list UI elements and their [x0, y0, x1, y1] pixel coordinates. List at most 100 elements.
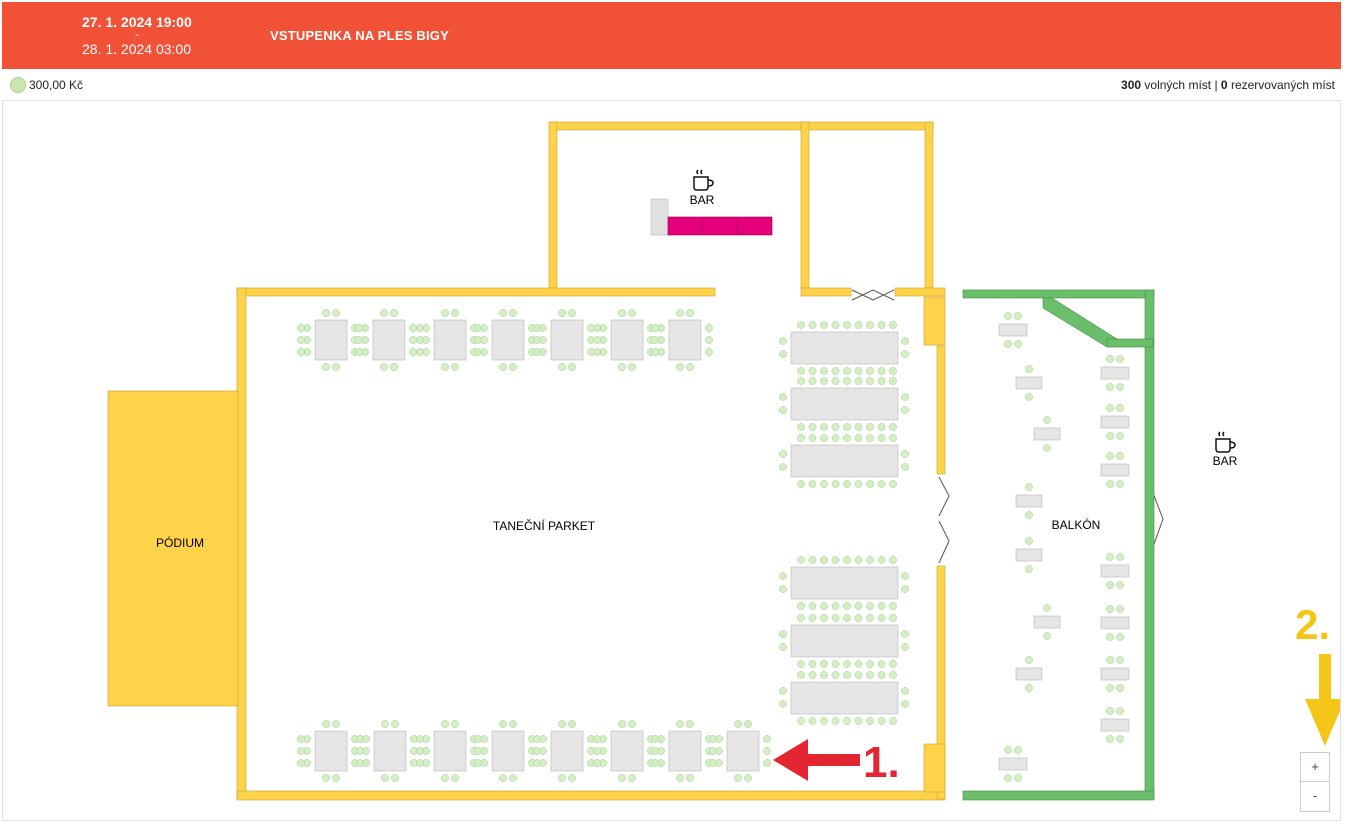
seat[interactable]: [380, 363, 388, 371]
seat[interactable]: [843, 321, 851, 329]
seat[interactable]: [843, 367, 851, 375]
seat[interactable]: [831, 321, 840, 329]
seat[interactable]: [808, 434, 817, 442]
seat[interactable]: [866, 717, 874, 725]
seat[interactable]: [1025, 483, 1033, 491]
seat[interactable]: [416, 759, 424, 767]
seat[interactable]: [779, 406, 787, 414]
seat[interactable]: [1116, 656, 1124, 664]
seat[interactable]: [854, 434, 863, 442]
seat[interactable]: [686, 309, 694, 317]
seat[interactable]: [877, 321, 886, 329]
seat[interactable]: [474, 324, 482, 332]
seat[interactable]: [381, 720, 389, 728]
seat[interactable]: [797, 602, 805, 610]
seat[interactable]: [901, 337, 909, 345]
seat[interactable]: [441, 309, 449, 317]
seat[interactable]: [797, 556, 805, 564]
seat[interactable]: [843, 717, 851, 725]
seat[interactable]: [686, 363, 694, 371]
seat[interactable]: [820, 660, 828, 668]
seat[interactable]: [1116, 633, 1124, 641]
seat[interactable]: [1106, 605, 1114, 613]
seat[interactable]: [854, 480, 863, 488]
seat[interactable]: [416, 324, 424, 332]
seat[interactable]: [409, 348, 417, 356]
seat[interactable]: [1043, 632, 1051, 640]
seat[interactable]: [779, 393, 787, 401]
seat[interactable]: [416, 747, 424, 755]
seat[interactable]: [866, 614, 874, 622]
seat[interactable]: [797, 321, 805, 329]
seat[interactable]: [474, 336, 482, 344]
seat[interactable]: [889, 434, 897, 442]
seat[interactable]: [779, 630, 787, 638]
seat[interactable]: [1116, 404, 1124, 412]
seat[interactable]: [297, 336, 305, 344]
seat[interactable]: [1106, 452, 1114, 460]
seat[interactable]: [831, 377, 840, 385]
seat[interactable]: [391, 774, 399, 782]
seat[interactable]: [877, 423, 886, 431]
seat[interactable]: [1014, 746, 1022, 754]
seat[interactable]: [533, 735, 541, 743]
seat[interactable]: [390, 309, 398, 317]
seat[interactable]: [1116, 553, 1124, 561]
seat[interactable]: [808, 480, 817, 488]
seat[interactable]: [332, 774, 340, 782]
seat[interactable]: [1116, 605, 1124, 613]
seat[interactable]: [779, 700, 787, 708]
seat[interactable]: [854, 660, 863, 668]
seat[interactable]: [889, 377, 897, 385]
seat[interactable]: [820, 423, 828, 431]
seat[interactable]: [1025, 511, 1033, 519]
seat[interactable]: [901, 687, 909, 695]
seat[interactable]: [533, 759, 541, 767]
seat[interactable]: [1004, 746, 1012, 754]
seat[interactable]: [831, 602, 840, 610]
seat[interactable]: [1025, 656, 1033, 664]
seat[interactable]: [843, 602, 851, 610]
seat[interactable]: [558, 774, 566, 782]
seat[interactable]: [1106, 735, 1114, 743]
seat[interactable]: [820, 367, 828, 375]
seat-map[interactable]: PÓDIUM TANEČNÍ PARKET BAR BALKÓN: [2, 101, 1341, 821]
seat[interactable]: [380, 309, 388, 317]
seat[interactable]: [1043, 604, 1051, 612]
seat[interactable]: [1043, 444, 1051, 452]
seat[interactable]: [889, 480, 897, 488]
seat[interactable]: [797, 423, 805, 431]
seat[interactable]: [356, 735, 364, 743]
seat[interactable]: [332, 363, 340, 371]
seat[interactable]: [797, 367, 805, 375]
seat[interactable]: [1004, 340, 1012, 348]
seat[interactable]: [474, 747, 482, 755]
seat[interactable]: [509, 363, 517, 371]
seat[interactable]: [854, 321, 863, 329]
seat[interactable]: [297, 759, 305, 767]
seat[interactable]: [854, 717, 863, 725]
seat[interactable]: [866, 556, 874, 564]
seat[interactable]: [297, 324, 305, 332]
seat[interactable]: [322, 363, 330, 371]
seat[interactable]: [355, 348, 363, 356]
seat[interactable]: [709, 747, 717, 755]
seat[interactable]: [866, 367, 874, 375]
seat[interactable]: [322, 309, 330, 317]
seat[interactable]: [831, 480, 840, 488]
seat[interactable]: [820, 717, 828, 725]
seat[interactable]: [808, 367, 817, 375]
seat[interactable]: [820, 556, 828, 564]
seat[interactable]: [1106, 432, 1114, 440]
seat[interactable]: [618, 363, 626, 371]
seat[interactable]: [451, 774, 459, 782]
seat[interactable]: [797, 671, 805, 679]
seat[interactable]: [297, 348, 305, 356]
seat[interactable]: [831, 556, 840, 564]
seat[interactable]: [332, 720, 340, 728]
seat[interactable]: [628, 309, 636, 317]
seat[interactable]: [391, 720, 399, 728]
seat[interactable]: [651, 759, 659, 767]
seat[interactable]: [843, 660, 851, 668]
seat[interactable]: [843, 480, 851, 488]
